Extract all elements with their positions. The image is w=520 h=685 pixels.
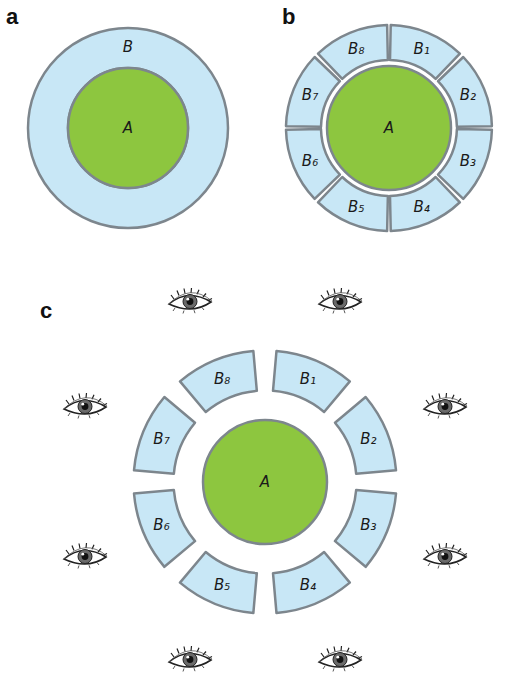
eye-symbol <box>424 393 467 419</box>
node-label: B₁ <box>300 371 316 386</box>
segment-node: B₈ <box>180 351 257 412</box>
eye-symbol <box>424 543 467 569</box>
segment-node: B₂ <box>335 397 396 474</box>
node-label: A <box>384 121 394 136</box>
segment-node: B₈ <box>318 25 388 79</box>
segment-node: B₄ <box>390 177 460 231</box>
segment-node: B₆ <box>286 129 340 199</box>
ring-node: BA <box>28 28 228 228</box>
segment-node: B₁ <box>273 351 350 412</box>
segment-node: B₃ <box>335 490 396 567</box>
segment-outline <box>273 351 350 412</box>
segment-node: B₂ <box>438 57 492 127</box>
ring-outline <box>28 28 228 228</box>
eye-symbol <box>319 288 362 314</box>
node-label: B₄ <box>300 578 316 593</box>
node-label: B₆ <box>153 517 169 532</box>
segment-outline <box>273 552 350 613</box>
segment-node: B₅ <box>180 552 257 613</box>
segment-outline <box>286 129 340 199</box>
node-label: B₇ <box>302 88 318 103</box>
eye-symbol <box>64 543 107 569</box>
node-label: B₆ <box>302 153 318 168</box>
segment-node: B₆ <box>134 490 195 567</box>
node-label: B₈ <box>348 42 364 57</box>
circle-outline <box>203 420 327 544</box>
circle-node: A <box>203 420 327 544</box>
node-label: B₈ <box>214 371 230 386</box>
panel-letter: c <box>40 300 52 322</box>
segment-outline <box>390 177 460 231</box>
segment-outline <box>180 351 257 412</box>
segment-outline <box>134 490 195 567</box>
node-label: B₁ <box>414 42 430 57</box>
node-label: A <box>260 475 270 490</box>
node-label: B <box>123 40 133 55</box>
segment-outline <box>335 397 396 474</box>
node-label: B₂ <box>360 432 376 447</box>
eye-symbol <box>319 646 362 672</box>
node-label: B₂ <box>460 88 476 103</box>
node-label: B₃ <box>360 517 376 532</box>
segment-node: B₄ <box>273 552 350 613</box>
panel-letter: b <box>282 6 295 28</box>
node-label: B₄ <box>414 199 430 214</box>
circle-node: A <box>68 68 188 188</box>
segment-outline <box>318 25 388 79</box>
eye-symbol <box>169 288 212 314</box>
segment-outline <box>134 397 195 474</box>
node-label: A <box>123 121 133 136</box>
segment-node: B₇ <box>134 397 195 474</box>
eye-symbol <box>169 646 212 672</box>
segment-outline <box>438 57 492 127</box>
circle-node: A <box>327 66 451 190</box>
node-label: B₃ <box>460 153 476 168</box>
eye-symbol <box>64 393 107 419</box>
segment-outline <box>180 552 257 613</box>
segment-outline <box>335 490 396 567</box>
circle-outline <box>327 66 451 190</box>
panel-letter: a <box>6 6 18 28</box>
circle-outline <box>68 68 188 188</box>
node-label: B₇ <box>153 432 169 447</box>
node-label: B₅ <box>214 578 230 593</box>
node-label: B₅ <box>348 199 364 214</box>
